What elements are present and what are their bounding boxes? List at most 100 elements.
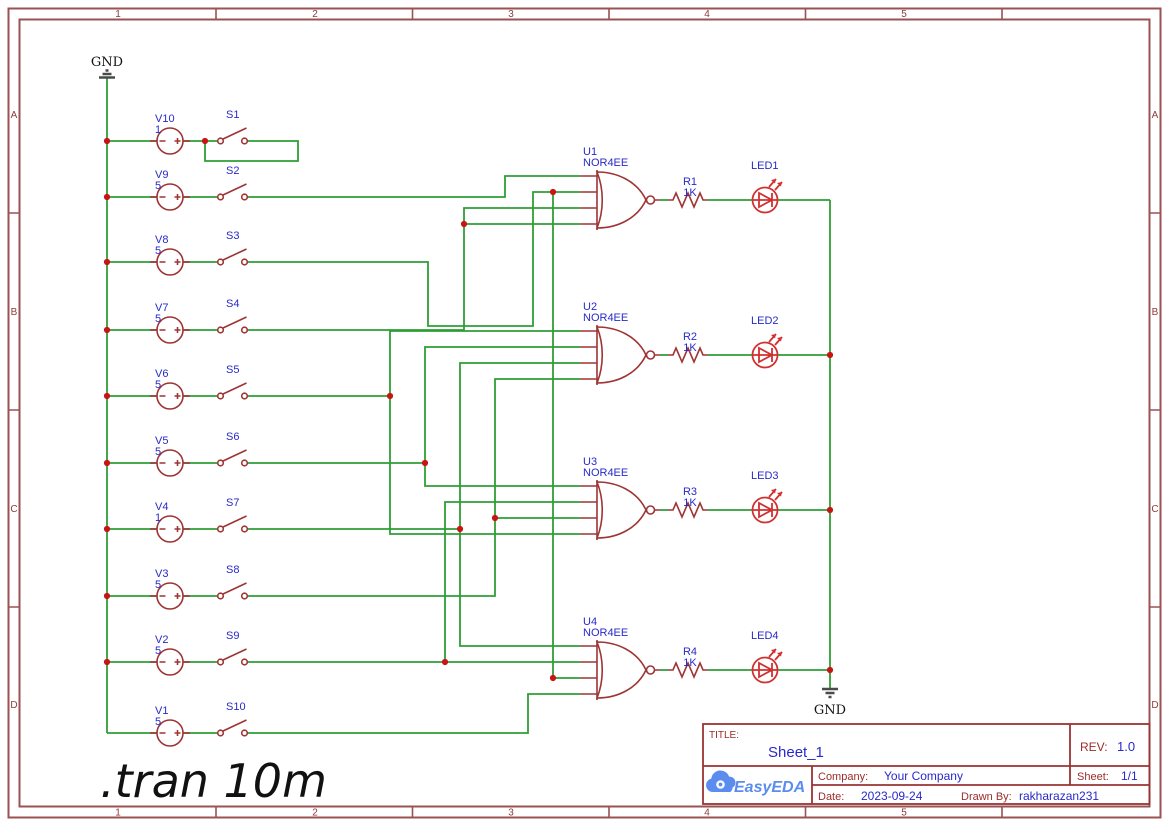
switch-s7[interactable]: S7 xyxy=(216,497,249,533)
spice-directive[interactable]: .tran 10m xyxy=(100,754,327,808)
logo-text: EasyEDA xyxy=(734,779,805,796)
source-value: 5 xyxy=(155,579,161,591)
gate-u3[interactable]: U3 NOR4EE xyxy=(580,456,660,540)
switch-s9[interactable]: S9 xyxy=(216,630,249,666)
source-ref: V6 xyxy=(155,368,168,380)
wire-net-s7[interactable] xyxy=(247,362,580,647)
source-value: 1 xyxy=(155,512,161,524)
voltage-source-v2[interactable]: V2 5 xyxy=(150,634,190,676)
junction-dots xyxy=(103,137,834,682)
led-ref: LED3 xyxy=(751,470,779,482)
resistor-r1[interactable]: R1 1K xyxy=(668,176,708,210)
source-ref: V4 xyxy=(155,501,168,513)
voltage-source-v6[interactable]: V6 5 xyxy=(150,368,190,410)
voltage-source-v5[interactable]: V5 5 xyxy=(150,435,190,477)
switch-ref: S8 xyxy=(226,564,239,576)
switch-s4[interactable]: S4 xyxy=(216,298,249,334)
sheet-value[interactable]: 1/1 xyxy=(1121,769,1138,783)
wire-s1-loop[interactable] xyxy=(204,140,299,162)
sheet-label: Sheet: xyxy=(1077,771,1109,783)
date-label: Date: xyxy=(818,791,844,803)
switch-s10[interactable]: S10 xyxy=(216,701,249,737)
source-ref: V5 xyxy=(155,435,168,447)
gate-u1[interactable]: U1 NOR4EE xyxy=(580,146,660,230)
gate-u4[interactable]: U4 NOR4EE xyxy=(580,616,660,700)
voltage-source-v1[interactable]: V1 5 xyxy=(150,705,190,747)
voltage-source-v8[interactable]: V8 5 xyxy=(150,234,190,276)
gate-ref: U2 xyxy=(583,301,597,313)
gate-u2[interactable]: U2 NOR4EE xyxy=(580,301,660,385)
led-2[interactable]: LED2 xyxy=(751,315,783,369)
resistor-value: 1K xyxy=(683,342,697,354)
switch-s5[interactable]: S5 xyxy=(216,364,249,400)
switch-ref: S7 xyxy=(226,497,239,509)
resistor-ref: R3 xyxy=(683,486,697,498)
ruler-right-a: A xyxy=(1152,110,1159,121)
led-1[interactable]: LED1 xyxy=(751,160,783,214)
source-ref: V7 xyxy=(155,302,168,314)
ruler-left-c: C xyxy=(10,504,17,515)
wire-net-s2[interactable] xyxy=(247,175,580,198)
source-ref: V9 xyxy=(155,169,168,181)
ground-bottom-label: GND xyxy=(814,703,846,718)
switch-ref: S6 xyxy=(226,431,239,443)
gate-ref: U1 xyxy=(583,146,597,158)
wire-net-s4[interactable] xyxy=(247,207,580,331)
wire-source-rows[interactable] xyxy=(107,140,217,734)
rev-label: REV: xyxy=(1080,740,1108,754)
switch-ref: S3 xyxy=(226,230,239,242)
ruler-right-c: C xyxy=(1151,504,1158,515)
led-4[interactable]: LED4 xyxy=(751,630,783,684)
resistor-r3[interactable]: R3 1K xyxy=(668,486,708,520)
gate-ref: U3 xyxy=(583,456,597,468)
wire-net-s8[interactable] xyxy=(247,378,580,597)
wire-gate-outputs[interactable] xyxy=(660,199,830,671)
ground-bottom[interactable]: GND xyxy=(814,687,846,718)
voltage-source-v3[interactable]: V3 5 xyxy=(150,568,190,610)
gate-part: NOR4EE xyxy=(583,467,628,479)
source-value: 5 xyxy=(155,379,161,391)
resistor-r4[interactable]: R4 1K xyxy=(668,646,708,680)
wire-net-s6[interactable] xyxy=(247,346,580,487)
voltage-source-v10[interactable]: V10 1 xyxy=(150,113,190,155)
switch-ref: S10 xyxy=(226,701,246,713)
ruler-right-d: D xyxy=(1151,700,1158,711)
switch-s3[interactable]: S3 xyxy=(216,230,249,266)
source-value: 5 xyxy=(155,180,161,192)
switch-s1[interactable]: S1 xyxy=(216,109,249,145)
resistor-value: 1K xyxy=(683,497,697,509)
source-value: 5 xyxy=(155,645,161,657)
source-value: 5 xyxy=(155,446,161,458)
wire-net-s10[interactable] xyxy=(247,693,580,734)
wire-net-s5[interactable] xyxy=(247,330,580,535)
drawn-by-value[interactable]: rakharazan231 xyxy=(1019,789,1099,803)
led-3[interactable]: LED3 xyxy=(751,470,783,524)
voltage-source-v4[interactable]: V4 1 xyxy=(150,501,190,543)
ruler-left-d: D xyxy=(10,700,17,711)
switch-s6[interactable]: S6 xyxy=(216,431,249,467)
date-value[interactable]: 2023-09-24 xyxy=(861,789,923,803)
sheet-title[interactable]: Sheet_1 xyxy=(768,744,824,761)
switch-ref: S2 xyxy=(226,165,239,177)
voltage-source-v7[interactable]: V7 5 xyxy=(150,302,190,344)
source-value: 5 xyxy=(155,313,161,325)
sheet-frame: 1 2 3 4 5 1 2 3 4 5 A B C D A B C D xyxy=(7,7,1162,819)
source-value: 5 xyxy=(155,245,161,257)
wire-net-s9[interactable] xyxy=(247,501,580,663)
company-label: Company: xyxy=(818,771,868,783)
switch-ref: S4 xyxy=(226,298,239,310)
company-value[interactable]: Your Company xyxy=(884,769,963,783)
wire-net-s3[interactable] xyxy=(247,191,580,679)
ground-top[interactable]: GND xyxy=(91,55,123,79)
switch-s2[interactable]: S2 xyxy=(216,165,249,201)
title-block: TITLE: Sheet_1 REV: 1.0 Company: Your Co… xyxy=(702,723,1151,805)
resistor-r2[interactable]: R2 1K xyxy=(668,331,708,365)
easyeda-logo: EasyEDA xyxy=(706,770,805,796)
rev-value[interactable]: 1.0 xyxy=(1117,739,1135,754)
ruler-bottom-4: 4 xyxy=(704,808,710,819)
voltage-source-v9[interactable]: V9 5 xyxy=(150,169,190,211)
ruler-top-3: 3 xyxy=(508,9,514,20)
switch-s8[interactable]: S8 xyxy=(216,564,249,600)
wires-layer[interactable] xyxy=(106,77,831,734)
switch-ref: S9 xyxy=(226,630,239,642)
